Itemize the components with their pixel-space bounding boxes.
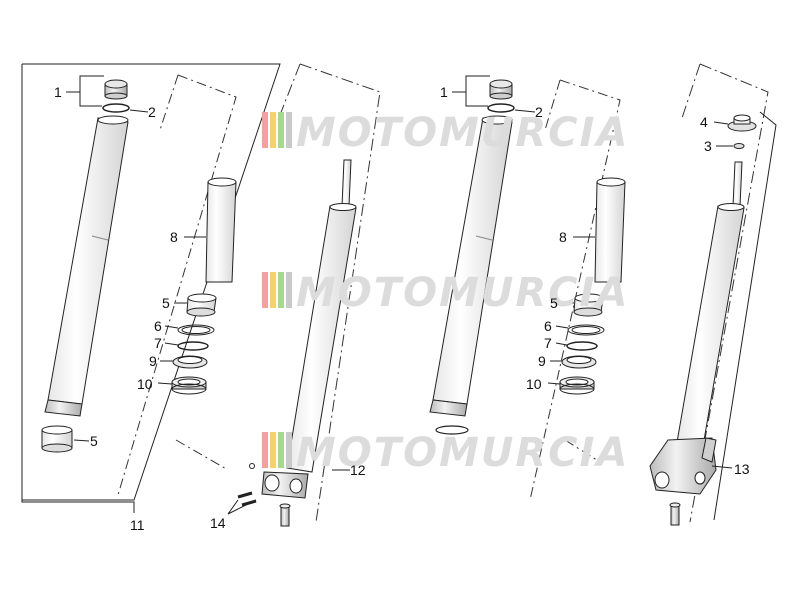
callout-12: 12 xyxy=(350,462,366,478)
o-ring-2-right xyxy=(487,103,515,113)
callout-1: 1 xyxy=(54,84,62,100)
callout-10: 10 xyxy=(137,376,153,392)
callout-10: 10 xyxy=(526,376,542,392)
callout-2: 2 xyxy=(148,104,156,120)
group-frame-11 xyxy=(21,63,281,501)
outer-fork-tube xyxy=(47,117,129,405)
callout-6: 6 xyxy=(154,318,162,334)
callout-11: 11 xyxy=(130,517,145,533)
damper-rod-right xyxy=(732,161,743,207)
bolt-lower-right xyxy=(669,502,681,526)
dust-seal-10-right xyxy=(559,376,595,395)
watermark-text: MOTOMURCIA xyxy=(296,270,629,316)
washer-6 xyxy=(177,324,215,336)
dashed-frame-12 xyxy=(299,63,381,523)
callout-9: 9 xyxy=(149,353,157,369)
seal-9-right xyxy=(561,355,597,369)
screws-14 xyxy=(237,463,257,507)
watermark-text: MOTOMURCIA xyxy=(296,110,629,156)
watermark-stripe-grey xyxy=(286,112,292,148)
watermark-stripe-yellow xyxy=(270,112,276,148)
callout-2: 2 xyxy=(535,104,543,120)
callout-5: 5 xyxy=(90,433,98,449)
damper-body-right xyxy=(675,205,745,453)
right-fork-assembly xyxy=(429,79,626,501)
dashed-frame-left xyxy=(117,74,237,496)
dashed-frame-13 xyxy=(689,63,769,523)
outer-fork-tube-right xyxy=(432,117,513,405)
bushing-5-upper xyxy=(186,293,217,317)
seal-9 xyxy=(172,355,208,369)
callout-4: 4 xyxy=(700,114,708,130)
callout-13: 13 xyxy=(734,461,750,477)
watermark-top: MOTOMURCIA xyxy=(262,110,629,156)
callout-5: 5 xyxy=(162,295,170,311)
callout-9: 9 xyxy=(538,353,546,369)
dashed-frame-right xyxy=(529,79,621,501)
washer-6-right xyxy=(567,324,605,336)
cap-4 xyxy=(727,114,757,132)
bushing-5-lower xyxy=(41,425,73,453)
fork-cap-1 xyxy=(104,79,128,100)
watermark-stripe-green xyxy=(278,112,284,148)
watermark-stripe-red xyxy=(262,112,268,148)
watermark-middle: MOTOMURCIA xyxy=(262,270,629,316)
leader-lines xyxy=(21,75,733,515)
o-ring-2 xyxy=(102,103,130,113)
fork-cap-1-right xyxy=(489,79,513,100)
callout-labels: 1 2 8 5 6 7 9 10 5 11 12 14 1 2 8 5 6 7 … xyxy=(54,84,750,533)
callout-7: 7 xyxy=(544,335,552,351)
callout-7: 7 xyxy=(154,335,162,351)
callout-8: 8 xyxy=(170,229,178,245)
clip-7-right xyxy=(566,341,598,351)
damper-foot-right xyxy=(649,437,717,495)
callout-1: 1 xyxy=(440,84,448,100)
inner-tube-8 xyxy=(205,177,237,283)
right-damper-assembly xyxy=(649,63,777,526)
inner-tube-8-right xyxy=(594,177,626,283)
callout-6: 6 xyxy=(544,318,552,334)
damper-rod xyxy=(341,159,352,207)
callout-5: 5 xyxy=(550,295,558,311)
damper-foot xyxy=(261,471,309,499)
callout-14: 14 xyxy=(210,515,226,531)
bushing-5-right xyxy=(573,293,604,317)
left-fork-assembly xyxy=(21,63,281,501)
callout-8: 8 xyxy=(559,229,567,245)
nut-3 xyxy=(733,143,745,149)
dust-seal-10 xyxy=(171,376,207,395)
clip-7 xyxy=(177,341,209,351)
callout-3: 3 xyxy=(704,138,712,154)
bolt-lower-left xyxy=(279,503,291,527)
watermark-bottom: MOTOMURCIA xyxy=(262,430,629,476)
watermark-text: MOTOMURCIA xyxy=(296,430,629,476)
